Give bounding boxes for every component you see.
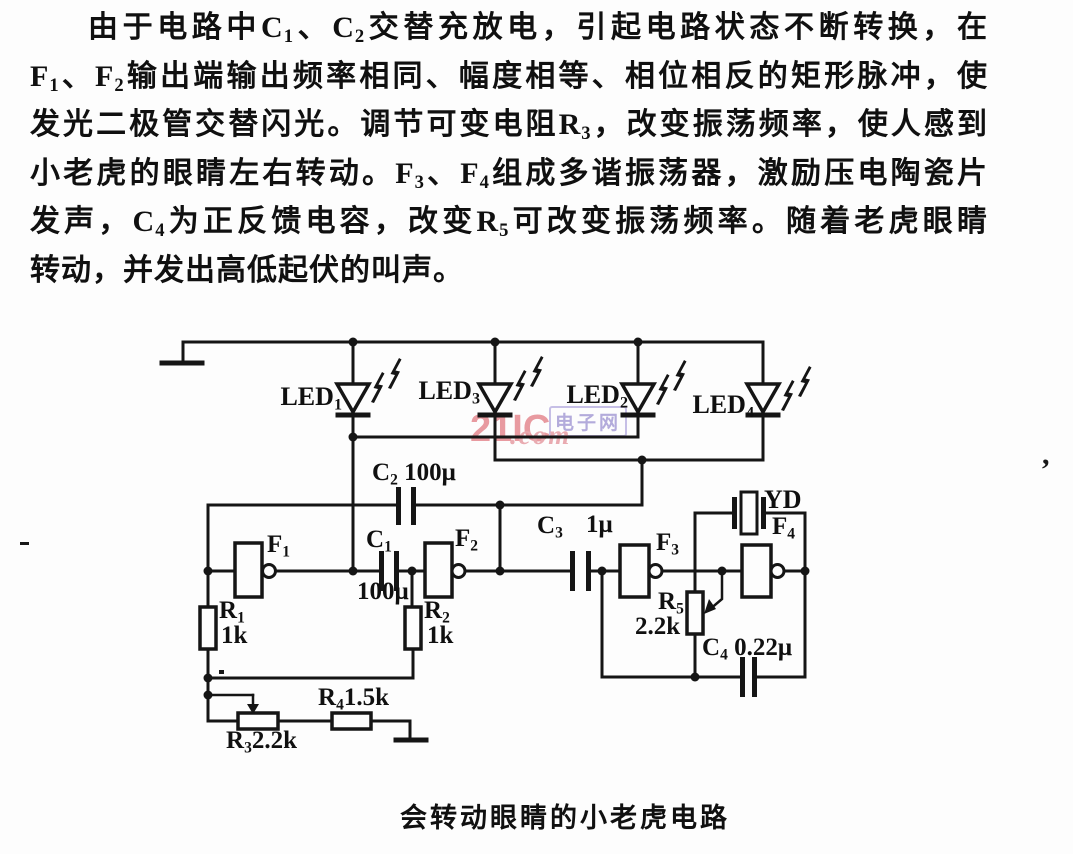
resistor-r4 <box>330 711 429 743</box>
light-bolt-icon <box>371 372 385 403</box>
resistor-r1 <box>198 605 218 651</box>
light-bolt-icon <box>530 356 544 387</box>
piezo-yd <box>693 490 807 536</box>
scan-artifact-comma: , <box>1042 438 1050 471</box>
gate-f2 <box>423 541 572 599</box>
led1-diode-icon <box>333 382 373 416</box>
gate-f4 <box>740 543 807 599</box>
resistor-r2 <box>403 605 423 651</box>
inverter-bubble <box>647 563 664 579</box>
left-rail <box>198 503 240 723</box>
wiper-arrow-icon <box>704 599 716 614</box>
light-bolt-icon <box>388 358 402 389</box>
paragraph-line-6: 转动，并发出高低起伏的叫声。 <box>30 253 464 287</box>
watermark-domain: .com <box>510 420 572 450</box>
capacitor-c4 <box>740 657 757 697</box>
light-bolt-icon <box>798 366 812 397</box>
led3-branch <box>475 340 515 462</box>
paragraph-line-5: 发声，C4为正反馈电容，改变R5可改变振荡频率。随着老虎眼睛 <box>30 205 988 242</box>
inverter-bubble <box>261 563 277 579</box>
light-bolt-icon <box>673 360 687 391</box>
light-bolt-icon <box>656 374 670 405</box>
led3-diode-icon <box>475 382 515 416</box>
gate-f1 <box>206 541 381 599</box>
led4-branch <box>743 340 783 462</box>
inverter-bubble <box>769 563 786 579</box>
capacitor-c3 <box>570 551 622 591</box>
led2-branch <box>618 340 658 439</box>
top-rail <box>159 340 765 366</box>
resistor-r2-branch <box>206 569 423 680</box>
description-paragraph: 由于电路中C1、C2交替充放电，引起电路状态不断转换，在 F1、F2输出端输出频… <box>30 4 988 295</box>
potentiometer-r3 <box>206 693 334 731</box>
figure-caption: 会转动眼睛的小老虎电路 <box>400 803 730 833</box>
paragraph-line-3: 发光二极管交替闪光。调节可变电阻R3，改变振荡频率，使人感到 <box>30 108 989 145</box>
led1-branch <box>333 340 373 573</box>
wiper-arrow-icon <box>247 704 259 714</box>
light-bolt-icon <box>513 370 527 401</box>
paragraph-line-1: 由于电路中C1、C2交替充放电，引起电路状态不断转换，在 <box>88 11 989 48</box>
capacitor-c2 <box>206 487 644 525</box>
junction-dots <box>203 337 810 700</box>
led2-diode-icon <box>618 382 658 416</box>
scan-specks <box>20 542 224 674</box>
capacitor-c1 <box>379 551 427 591</box>
gate-f3 <box>618 543 744 599</box>
light-bolt-icon <box>781 380 795 411</box>
paragraph-line-4: 小老虎的眼睛左右转动。F3、F4组成多谐振荡器，激励压电陶瓷片 <box>30 156 989 193</box>
paragraph-line-2: F1、F2输出端输出频率相同、幅度相等、相位相反的矩形脉冲，使 <box>30 59 989 96</box>
led4-diode-icon <box>743 382 783 416</box>
potentiometer-r5 <box>685 511 724 679</box>
inverter-bubble <box>450 563 467 579</box>
